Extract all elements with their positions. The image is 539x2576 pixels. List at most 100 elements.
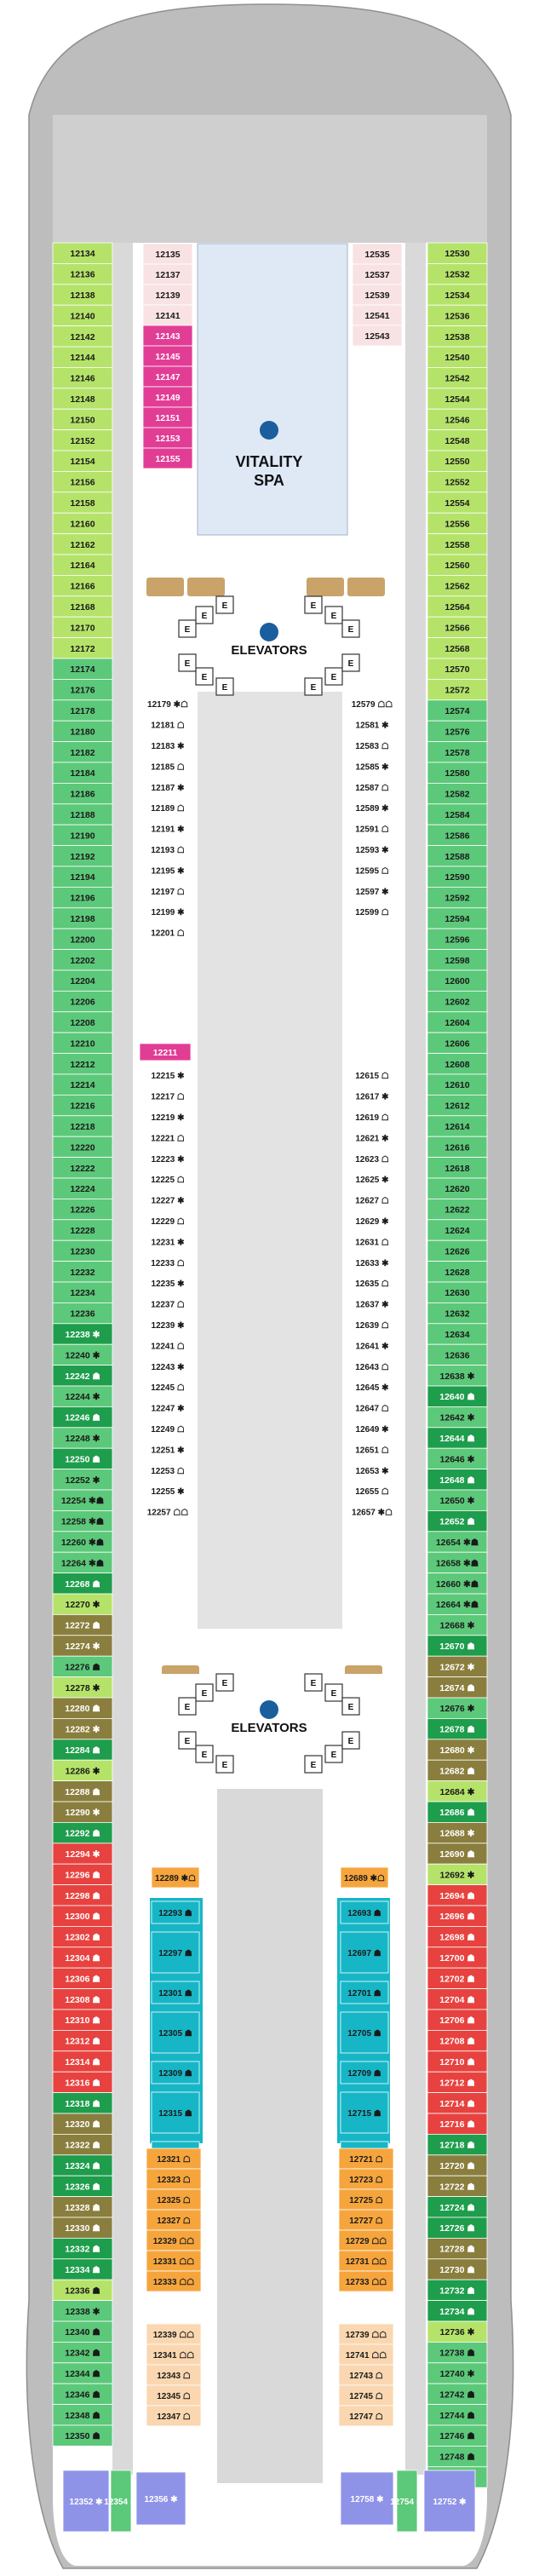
cabin-12181[interactable]: 12181 ☖ [139, 714, 197, 736]
cabin-12700[interactable]: 12700 ☗ [427, 1946, 488, 1969]
cabin-12253[interactable]: 12253 ☖ [139, 1459, 197, 1481]
cabin-12680[interactable]: 12680 ✱ [427, 1739, 488, 1761]
cabin-12187[interactable]: 12187 ✱ [139, 776, 197, 798]
cabin-12690[interactable]: 12690 ☗ [427, 1843, 488, 1865]
cabin-12727[interactable]: 12727 ☖ [338, 2209, 394, 2231]
cabin-12192[interactable]: 12192 [52, 845, 113, 867]
cabin-12195[interactable]: 12195 ✱ [139, 859, 197, 882]
cabin-12743[interactable]: 12743 ☖ [338, 2364, 394, 2386]
cabin-12306[interactable]: 12306 ☗ [52, 1967, 113, 1989]
cabin-12288[interactable]: 12288 ☗ [52, 1780, 113, 1803]
cabin-12235[interactable]: 12235 ✱ [139, 1272, 197, 1294]
cabin-12639[interactable]: 12639 ☖ [343, 1314, 401, 1336]
cabin-12241[interactable]: 12241 ☖ [139, 1334, 197, 1356]
cabin-12180[interactable]: 12180 [52, 720, 113, 743]
cabin-12309[interactable]: 12309 ☗ [151, 2061, 200, 2084]
cabin-12635[interactable]: 12635 ☖ [343, 1272, 401, 1294]
cabin-12689[interactable]: 12689 ✱☖ [340, 1866, 389, 1889]
cabin-12344[interactable]: 12344 ☗ [52, 2362, 113, 2384]
cabin-12543[interactable]: 12543 [352, 325, 403, 347]
cabin-12664[interactable]: 12664 ✱☗ [427, 1593, 488, 1615]
cabin-12582[interactable]: 12582 [427, 783, 488, 805]
cabin-12146[interactable]: 12146 [52, 366, 113, 389]
cabin-12628[interactable]: 12628 [427, 1261, 488, 1283]
cabin-12201[interactable]: 12201 ☖ [139, 922, 197, 944]
cabin-12339[interactable]: 12339 ☖☖ [146, 2323, 202, 2345]
cabin-12623[interactable]: 12623 ☖ [343, 1147, 401, 1170]
cabin-12638[interactable]: 12638 ✱ [427, 1365, 488, 1387]
cabin-12238[interactable]: 12238 ✱ [52, 1323, 113, 1345]
cabin-12593[interactable]: 12593 ✱ [343, 838, 401, 860]
cabin-12651[interactable]: 12651 ☖ [343, 1438, 401, 1460]
cabin-12143[interactable]: 12143 [142, 325, 193, 347]
cabin-12641[interactable]: 12641 ✱ [343, 1334, 401, 1356]
cabin-12744[interactable]: 12744 ☗ [427, 2404, 488, 2426]
cabin-12246[interactable]: 12246 ☗ [52, 1406, 113, 1429]
cabin-12284[interactable]: 12284 ☗ [52, 1739, 113, 1761]
cabin-12730[interactable]: 12730 ☗ [427, 2258, 488, 2280]
cabin-12702[interactable]: 12702 ☗ [427, 1967, 488, 1989]
cabin-12588[interactable]: 12588 [427, 845, 488, 867]
cabin-12160[interactable]: 12160 [52, 512, 113, 535]
cabin-12331[interactable]: 12331 ☖☖ [146, 2250, 202, 2272]
cabin-12166[interactable]: 12166 [52, 575, 113, 597]
cabin-12708[interactable]: 12708 ☗ [427, 2029, 488, 2052]
cabin-12162[interactable]: 12162 [52, 533, 113, 555]
cabin-12188[interactable]: 12188 [52, 803, 113, 825]
cabin-12270[interactable]: 12270 ✱ [52, 1593, 113, 1615]
cabin-12322[interactable]: 12322 ☗ [52, 2133, 113, 2156]
cabin-12591[interactable]: 12591 ☖ [343, 818, 401, 840]
cabin-12712[interactable]: 12712 ☗ [427, 2071, 488, 2093]
cabin-12250[interactable]: 12250 ☗ [52, 1447, 113, 1469]
cabin-12254[interactable]: 12254 ✱☗ [52, 1489, 113, 1511]
cabin-12183[interactable]: 12183 ✱ [139, 734, 197, 756]
cabin-12552[interactable]: 12552 [427, 471, 488, 493]
cabin-12248[interactable]: 12248 ✱ [52, 1427, 113, 1449]
cabin-12225[interactable]: 12225 ☖ [139, 1168, 197, 1190]
cabin-12289[interactable]: 12289 ✱☖ [151, 1866, 200, 1889]
cabin-12301[interactable]: 12301 ☗ [151, 1981, 200, 2004]
cabin-12636[interactable]: 12636 [427, 1343, 488, 1366]
cabin-12742[interactable]: 12742 ☗ [427, 2383, 488, 2405]
cabin-12752[interactable]: 12752 ✱ [423, 2470, 476, 2533]
cabin-12732[interactable]: 12732 ☗ [427, 2279, 488, 2301]
cabin-12315[interactable]: 12315 ☗ [151, 2091, 200, 2134]
cabin-12252[interactable]: 12252 ✱ [52, 1469, 113, 1491]
cabin-12230[interactable]: 12230 [52, 1239, 113, 1262]
cabin-12632[interactable]: 12632 [427, 1302, 488, 1325]
cabin-12696[interactable]: 12696 ☗ [427, 1905, 488, 1927]
cabin-12327[interactable]: 12327 ☖ [146, 2209, 202, 2231]
cabin-12670[interactable]: 12670 ☗ [427, 1635, 488, 1657]
cabin-12536[interactable]: 12536 [427, 304, 488, 327]
cabin-12215[interactable]: 12215 ✱ [139, 1064, 197, 1086]
cabin-12220[interactable]: 12220 [52, 1136, 113, 1158]
cabin-12320[interactable]: 12320 ☗ [52, 2113, 113, 2135]
cabin-12654[interactable]: 12654 ✱☗ [427, 1531, 488, 1553]
cabin-12538[interactable]: 12538 [427, 325, 488, 348]
cabin-12251[interactable]: 12251 ✱ [139, 1438, 197, 1460]
cabin-12682[interactable]: 12682 ☗ [427, 1759, 488, 1781]
cabin-12294[interactable]: 12294 ✱ [52, 1843, 113, 1865]
cabin-12232[interactable]: 12232 [52, 1261, 113, 1283]
cabin-12554[interactable]: 12554 [427, 492, 488, 514]
cabin-12562[interactable]: 12562 [427, 575, 488, 597]
cabin-12610[interactable]: 12610 [427, 1073, 488, 1095]
cabin-12297[interactable]: 12297 ☗ [151, 1931, 200, 1974]
cabin-12581[interactable]: 12581 ✱ [343, 714, 401, 736]
cabin-12668[interactable]: 12668 ✱ [427, 1614, 488, 1636]
cabin-12649[interactable]: 12649 ✱ [343, 1417, 401, 1440]
cabin-12222[interactable]: 12222 [52, 1157, 113, 1179]
cabin-12140[interactable]: 12140 [52, 304, 113, 327]
cabin-12329[interactable]: 12329 ☖☖ [146, 2229, 202, 2251]
cabin-12255[interactable]: 12255 ✱ [139, 1480, 197, 1502]
cabin-12145[interactable]: 12145 [142, 345, 193, 367]
cabin-12186[interactable]: 12186 [52, 783, 113, 805]
cabin-12701[interactable]: 12701 ☗ [340, 1981, 389, 2004]
cabin-12612[interactable]: 12612 [427, 1095, 488, 1117]
cabin-12224[interactable]: 12224 [52, 1177, 113, 1199]
cabin-12208[interactable]: 12208 [52, 1011, 113, 1033]
cabin-12296[interactable]: 12296 ☗ [52, 1863, 113, 1885]
cabin-12678[interactable]: 12678 ☗ [427, 1718, 488, 1740]
cabin-12214[interactable]: 12214 [52, 1073, 113, 1095]
cabin-12606[interactable]: 12606 [427, 1032, 488, 1054]
